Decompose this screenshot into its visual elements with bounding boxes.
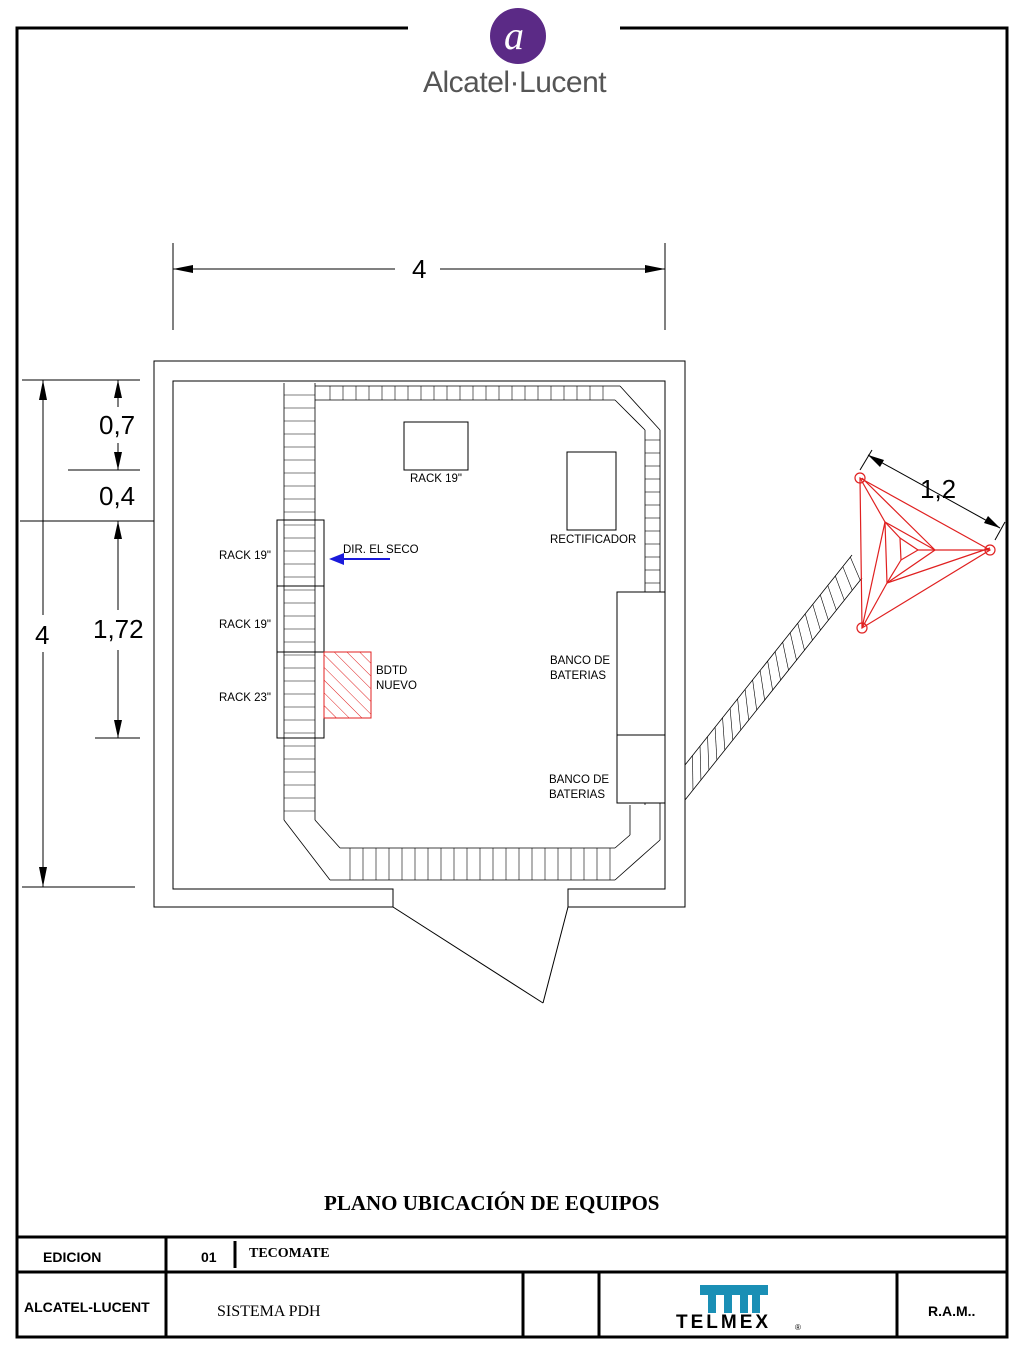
arrowhead-icon	[39, 380, 47, 400]
label-baterias-2: BATERIAS	[549, 789, 606, 801]
label-rack-left-1: RACK 19"	[219, 550, 272, 562]
edicion-label: EDICION	[43, 1249, 102, 1265]
dim-seg-1: 0,7	[99, 410, 136, 440]
dim-top-width: 4	[406, 254, 433, 285]
arrowhead-icon	[114, 380, 122, 398]
label-rack-left-3: RACK 23"	[219, 692, 272, 704]
tray-rung	[744, 689, 750, 721]
label-banco-2: BANCO DE	[549, 774, 610, 786]
arrowhead-icon	[114, 720, 122, 738]
label-bdtd-new: NUEVO	[376, 680, 417, 692]
label-bdtd: BDTD	[376, 665, 408, 677]
bdtd-new-cabinet	[323, 651, 372, 719]
tray-rung	[722, 717, 726, 751]
rack-19-top	[403, 421, 469, 471]
tray-rung	[767, 660, 773, 691]
tray-rung	[759, 670, 765, 701]
battery-bank-2	[616, 734, 666, 804]
tray-rung	[752, 679, 757, 711]
external-cable-tray	[684, 554, 863, 801]
registered-mark: ®	[795, 1323, 801, 1332]
arrowhead-icon	[39, 867, 47, 887]
tray-rung	[729, 708, 734, 741]
tray-rung	[714, 727, 718, 761]
door-swing	[542, 906, 569, 1004]
edicion-value: 01	[201, 1249, 217, 1265]
dim-left-height: 4	[35, 620, 50, 650]
tray-rung	[774, 651, 781, 681]
tray-rung	[835, 575, 845, 601]
label-dir: DIR. EL SECO	[343, 544, 419, 556]
label-baterias-1: BATERIAS	[550, 670, 607, 682]
tray-rung	[850, 556, 861, 581]
tray-rung	[699, 746, 702, 781]
tray-rung	[707, 736, 710, 771]
arrow-left-icon	[329, 553, 344, 565]
arrowhead-icon	[173, 265, 193, 273]
dim-seg-3: 1,72	[93, 614, 144, 644]
arrowhead-icon	[645, 265, 665, 273]
tray-rung	[819, 594, 829, 621]
tower	[854, 472, 996, 634]
label-rack-left-2: RACK 19"	[219, 619, 272, 631]
door-leaf	[392, 906, 544, 1004]
arrowhead-icon	[114, 452, 122, 470]
logo-text: Alcatel·Lucent	[423, 66, 607, 99]
alcatel-lucent-logo-icon: a	[490, 8, 546, 64]
company-name: ALCATEL-LUCENT	[24, 1299, 150, 1315]
tray-rung	[782, 642, 789, 671]
drawing-title: PLANO UBICACIÓN DE EQUIPOS	[324, 1191, 660, 1215]
dim-tower: 1,2	[920, 474, 957, 504]
sheet-border	[15, 26, 1009, 1339]
label-rack-top: RACK 19"	[410, 473, 463, 485]
initials: R.A.M..	[928, 1303, 976, 1319]
tray-rung	[842, 566, 853, 591]
tray-rung	[804, 613, 813, 641]
tray-rung	[797, 623, 805, 651]
site-name: TECOMATE	[249, 1246, 330, 1261]
system-name: SISTEMA PDH	[217, 1303, 321, 1320]
battery-bank-1	[616, 591, 666, 736]
arrowhead-icon	[114, 521, 122, 539]
rectificador	[566, 451, 617, 531]
telmex-logo-mark-icon	[700, 1285, 768, 1313]
tray-rung	[827, 585, 837, 611]
tray-rung	[789, 632, 797, 661]
label-rectificador: RECTIFICADOR	[550, 534, 637, 546]
arrowhead-icon	[984, 516, 1000, 528]
arrowhead-icon	[868, 455, 884, 467]
tray-rung	[812, 604, 821, 631]
label-banco-1: BANCO DE	[550, 655, 611, 667]
dim-seg-2: 0,4	[99, 481, 136, 511]
tray-rung	[737, 698, 742, 731]
telmex-logo-text: TELMEX	[676, 1312, 772, 1333]
